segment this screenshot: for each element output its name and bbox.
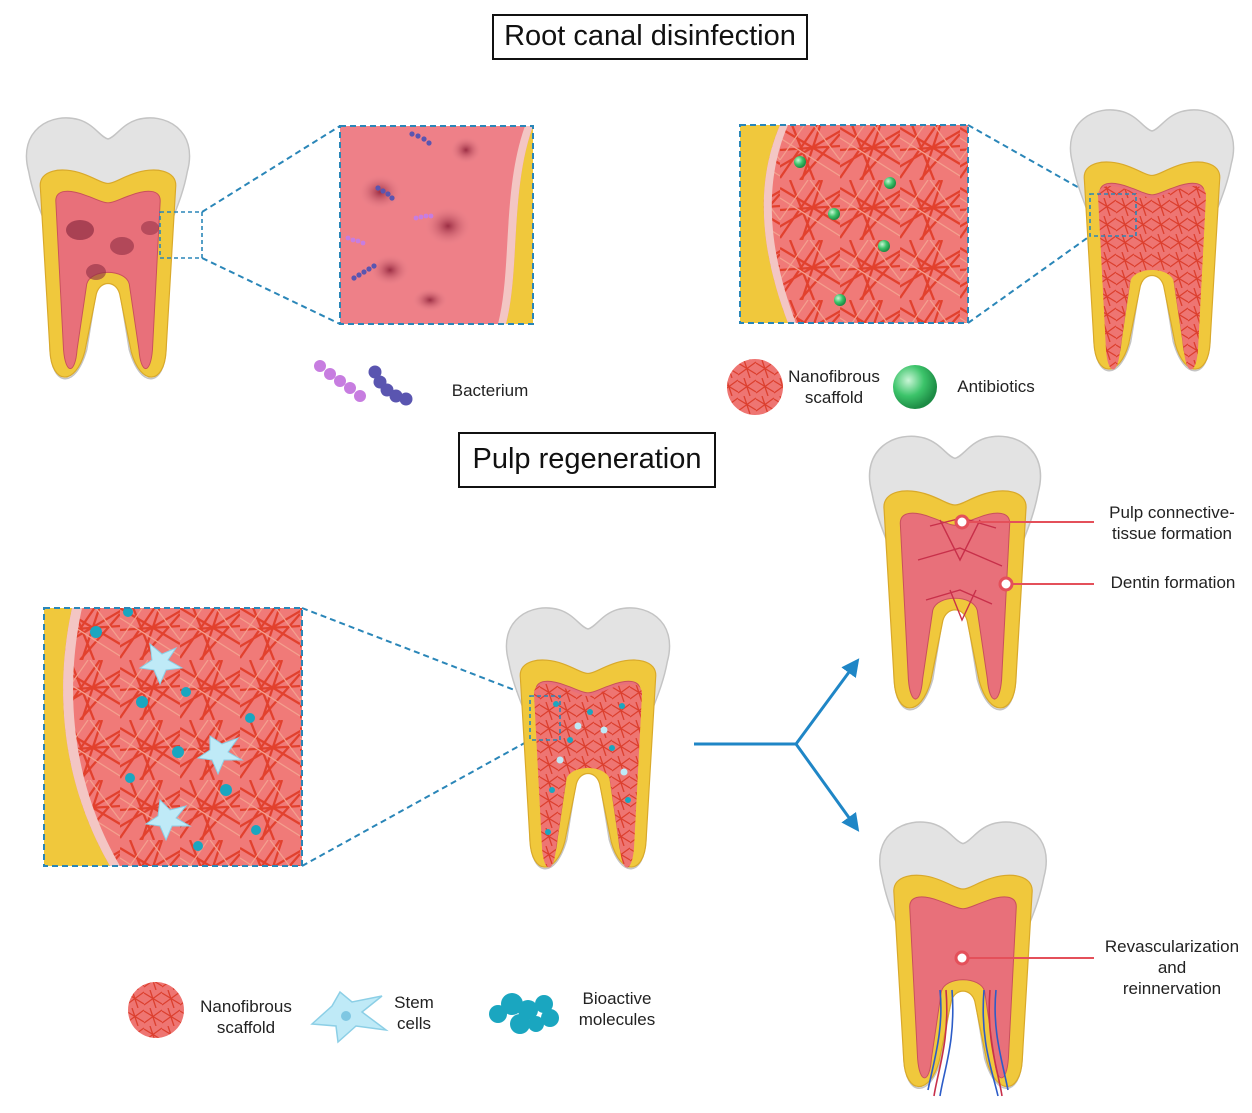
nanofibrous-scaffold-label-top: Nanofibrous scaffold: [774, 366, 894, 408]
bioactive-molecule-icon: [136, 696, 148, 708]
zoom-lines-bacteria: [202, 126, 340, 324]
revasc-label-line3: reinnervation: [1094, 978, 1250, 999]
pulp-label-line2: tissue formation: [1094, 523, 1250, 544]
branch-arrow-icon: [694, 664, 855, 826]
zoom-lines-stem-cells: [302, 608, 530, 866]
antibiotics-label: Antibiotics: [944, 376, 1048, 397]
bioactive-molecule-icon: [125, 773, 135, 783]
revasc-label-line2: and: [1094, 957, 1250, 978]
nanofibrous-label-line1: Nanofibrous: [774, 366, 894, 387]
revascularized-tooth-icon: [880, 822, 1046, 1096]
bioactive-molecule-icon: [90, 626, 102, 638]
bacteria-zoom-panel: [340, 126, 533, 324]
antibiotic-sphere-icon: [884, 177, 896, 189]
bioactive-molecule-icon: [251, 825, 261, 835]
bioactive-label-line1: Bioactive: [562, 988, 672, 1009]
antibiotic-sphere-icon: [878, 240, 890, 252]
bioactive-molecule-icon: [220, 784, 232, 796]
bioactive-molecule-icon: [172, 746, 184, 758]
bioactive-molecule-icon: [245, 713, 255, 723]
bacterium-legend-icon: [314, 360, 413, 406]
antibiotic-sphere-icon: [794, 156, 806, 168]
bioactive-molecule-icon: [181, 687, 191, 697]
antibiotic-sphere-icon: [828, 208, 840, 220]
nanofibrous-scaffold-label-bottom: Nanofibrous scaffold: [186, 996, 306, 1038]
pulp-label-line1: Pulp connective-: [1094, 502, 1250, 523]
bioactive-label-line2: molecules: [562, 1009, 672, 1030]
stem-label-line1: Stem: [384, 992, 444, 1013]
nanofiber-scaffold-icon: [128, 982, 184, 1038]
nanofibrous-label-line2: scaffold: [186, 1017, 306, 1038]
revasc-label-line1: Revascularization: [1094, 936, 1250, 957]
stem-cell-icon: [312, 992, 386, 1042]
root-canal-disinfection-title: Root canal disinfection: [492, 14, 808, 60]
bioactive-molecule-icon: [489, 993, 559, 1034]
infected-tooth-icon: [26, 118, 202, 379]
pulp-connective-tissue-label: Pulp connective- tissue formation: [1094, 502, 1250, 544]
stem-cell-zoom-panel: [44, 607, 302, 866]
regenerated-tooth-icon: [870, 436, 1041, 709]
bioactive-molecule-icon: [193, 841, 203, 851]
bioactive-molecules-label: Bioactive molecules: [562, 988, 672, 1030]
nanofibrous-label-line2: scaffold: [774, 387, 894, 408]
stem-label-line2: cells: [384, 1013, 444, 1034]
seeded-tooth-icon: [506, 608, 669, 869]
dentin-formation-label: Dentin formation: [1096, 572, 1250, 593]
nanofibrous-label-line1: Nanofibrous: [186, 996, 306, 1017]
antibiotic-zoom-panel: [740, 125, 968, 323]
pulp-regeneration-title: Pulp regeneration: [458, 432, 716, 488]
scaffold-tooth-icon: [1070, 110, 1233, 371]
bacterium-label: Bacterium: [430, 380, 550, 401]
revascularization-label: Revascularization and reinnervation: [1094, 936, 1250, 999]
antibiotic-sphere-icon: [893, 365, 937, 409]
stem-cells-label: Stem cells: [384, 992, 444, 1034]
antibiotic-sphere-icon: [834, 294, 846, 306]
